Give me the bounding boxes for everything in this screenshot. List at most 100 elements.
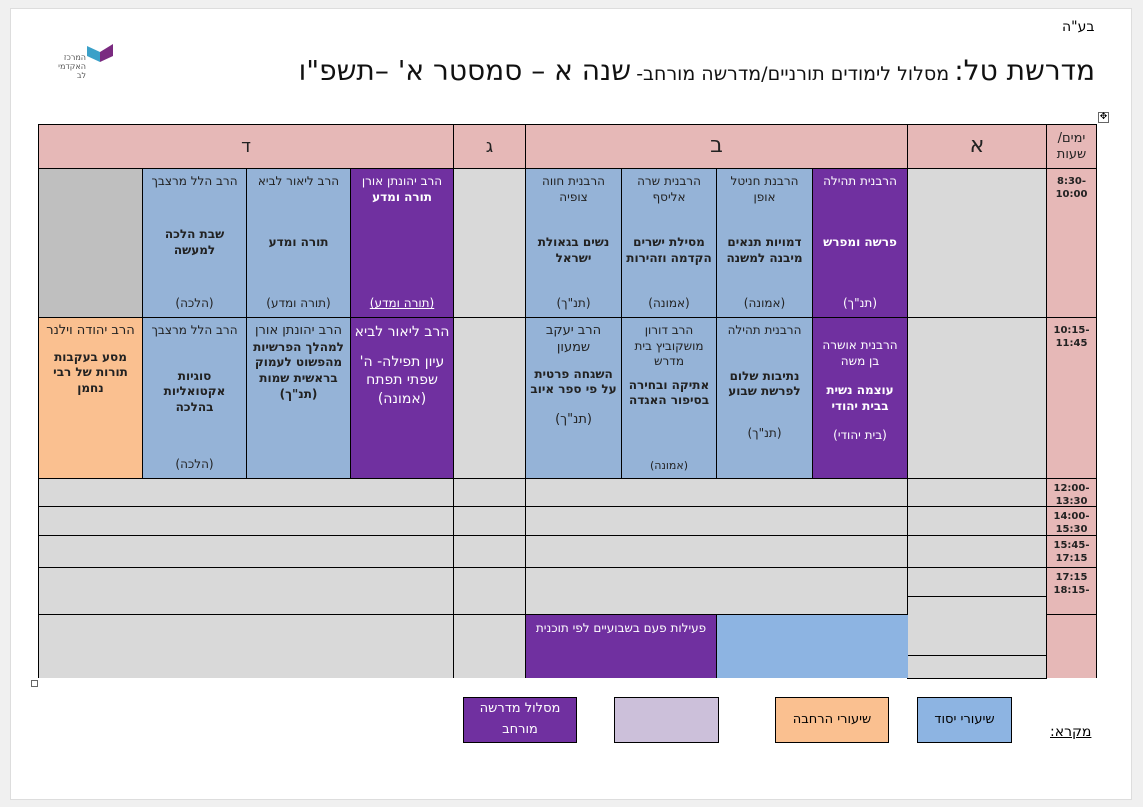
lesson-cell: הרב יעקב שמעון השגחה פרטית על פי ספר איוב…	[525, 317, 622, 479]
teacher: הרבנית שרה אליסף	[637, 174, 701, 204]
empty-cell	[38, 614, 454, 678]
teacher: הרבנת חניטל אופן	[730, 174, 799, 204]
teacher: הרב דורון מושקוביץ בית מדרש	[634, 323, 704, 369]
subject: (תנ"ך)	[556, 296, 591, 311]
legend-item-basic: שיעורי יסוד	[917, 697, 1012, 743]
time-slot: 17:15 -18:15	[1046, 567, 1097, 615]
teacher: הרב ליאור לביא	[257, 174, 340, 188]
empty-cell	[525, 535, 908, 568]
time-slot: 12:00-13:30	[1046, 478, 1097, 507]
lesson-title: תורה ומדע	[372, 189, 432, 204]
lesson-title: למהלך הפרשיות מהפשוט לעמוק בראשית שמות	[253, 339, 344, 386]
empty-cell	[38, 506, 454, 536]
title-part: שנה א – סמסטר א' –תשפ"ו	[298, 54, 632, 87]
lesson-title: מסע בעקבות תורות של רבי נחמן	[53, 349, 128, 396]
time-slot: 8:30-10:00	[1046, 168, 1097, 318]
subject: (תנ"ך)	[842, 296, 878, 311]
table-move-handle[interactable]: ✥	[1098, 112, 1109, 123]
lesson-title: דמויות תנאים מיבנה למשנה	[726, 235, 803, 265]
legend-item-expansion: שיעורי הרחבה	[775, 697, 889, 743]
empty-cell	[907, 168, 1047, 318]
lesson-title: נתיבות שלום לפרשת שבוע	[728, 368, 801, 399]
teacher: הרב ליאור לביא	[354, 324, 450, 340]
empty-cell	[525, 506, 908, 536]
lesson-cell: הרב ליאור לביא עיון תפילה- ה' שפתי תפתח(א…	[350, 317, 454, 479]
lesson-cell: הרב דורון מושקוביץ בית מדרש אתיקה ובחירה …	[621, 317, 717, 479]
empty-cell	[38, 478, 454, 507]
teacher: הרבנית חווה צופיה	[542, 174, 605, 204]
subject: (אמונה)	[377, 390, 427, 407]
teacher: הרב הלל מרצבך	[151, 174, 238, 188]
page-title: מדרשת טל: מסלול לימודים תורניים/מדרשה מו…	[299, 54, 1095, 87]
bh-header: בע"ה	[1062, 19, 1095, 35]
header-time: ימים/ שעות	[1046, 124, 1097, 169]
empty-cell	[453, 535, 526, 568]
header-day-g: ג	[453, 124, 526, 169]
header-day-d: ד	[38, 124, 454, 169]
teacher: הרב יהונתן אורן	[361, 174, 443, 188]
empty-cell	[1046, 614, 1097, 678]
lesson-cell: הרב הלל מרצבך סוגיות אקטואליות בהלכה (הלכה…	[142, 317, 247, 479]
legend-label: מקרא:	[1050, 724, 1092, 740]
title-part: מסלול לימודים תורניים/מדרשה מורחב-	[636, 63, 950, 85]
teacher: הרב יעקב שמעון	[545, 323, 602, 355]
lesson-title: מסילת ישרים הקדמה וזהירות	[626, 235, 712, 265]
empty-cell	[525, 478, 908, 507]
biweekly-cell: פעילות פעם בשבועיים לפי תוכנית	[525, 614, 717, 678]
lesson-title: תורה ומדע	[268, 235, 329, 250]
title-part: מדרשת טל:	[954, 54, 1095, 87]
subject: (הלכה)	[175, 457, 214, 472]
teacher: הרבנית תהילה	[823, 174, 897, 188]
subject: (אמונה)	[650, 458, 688, 472]
empty-cell	[525, 567, 908, 615]
lesson-title: שבת הלכה למעשה	[164, 227, 225, 257]
lesson-title: נשים בגאולת ישראל	[537, 235, 610, 265]
empty-cell	[716, 614, 908, 678]
logo-text: האקדמי	[58, 61, 86, 71]
header-day-b: ב	[525, 124, 908, 169]
logo-icon	[87, 44, 113, 62]
empty-cell	[453, 614, 526, 678]
logo: המרכז האקדמי לב	[50, 42, 114, 82]
legend-item-extended-track: מסלול מדרשה מורחב	[463, 697, 577, 743]
empty-cell	[453, 567, 526, 615]
lesson-title: סוגיות אקטואליות בהלכה	[163, 368, 226, 414]
legend-item-lavender	[614, 697, 719, 743]
empty-cell	[907, 478, 1047, 507]
lesson-cell: הרבנית חווה צופיה נשים בגאולת ישראל (תנ"ך)	[525, 168, 622, 318]
empty-cell	[453, 168, 526, 318]
time-slot: 15:45-17:15	[1046, 535, 1097, 568]
lesson-title: השגחה פרטית על פי ספר איוב	[530, 366, 617, 397]
lesson-title: עיון תפילה- ה' שפתי תפתח	[359, 354, 445, 389]
subject: (תנ"ך)	[747, 425, 782, 440]
subject: (תורה ומדע)	[266, 296, 331, 311]
empty-cell	[907, 596, 1047, 656]
subject: (תורה ומדע)	[369, 296, 435, 311]
lesson-cell: הרבנית תהילה נתיבות שלום לפרשת שבוע (תנ"ך)	[716, 317, 813, 479]
teacher: הרב יהודה וילנר	[46, 323, 135, 338]
teacher: הרבנית תהילה	[727, 323, 802, 337]
empty-cell	[38, 567, 454, 615]
lesson-title: אתיקה ובחירה בסיפור האגדה	[628, 377, 710, 408]
lesson-cell: הרבנת חניטל אופן דמויות תנאים מיבנה למשנה…	[716, 168, 813, 318]
time-slot: 10:15-11:45	[1046, 317, 1097, 479]
teacher: הרב הלל מרצבך	[151, 323, 238, 337]
subject: (תנ"ך)	[279, 386, 318, 401]
lesson-cell: הרבנית שרה אליסף מסילת ישרים הקדמה וזהירו…	[621, 168, 717, 318]
empty-cell	[907, 535, 1047, 568]
subject: (אמונה)	[648, 296, 690, 311]
lesson-title: עוצמה נשית בבית יהודי	[826, 383, 894, 413]
empty-cell	[453, 506, 526, 536]
logo-text: לב	[76, 70, 86, 80]
empty-cell	[907, 567, 1047, 597]
empty-cell	[907, 317, 1047, 479]
empty-cell	[38, 535, 454, 568]
lesson-cell: הרב ליאור לביא תורה ומדע (תורה ומדע)	[246, 168, 351, 318]
empty-cell	[907, 655, 1047, 679]
logo-text: המרכז	[63, 53, 86, 62]
table-resize-handle[interactable]	[31, 680, 38, 687]
